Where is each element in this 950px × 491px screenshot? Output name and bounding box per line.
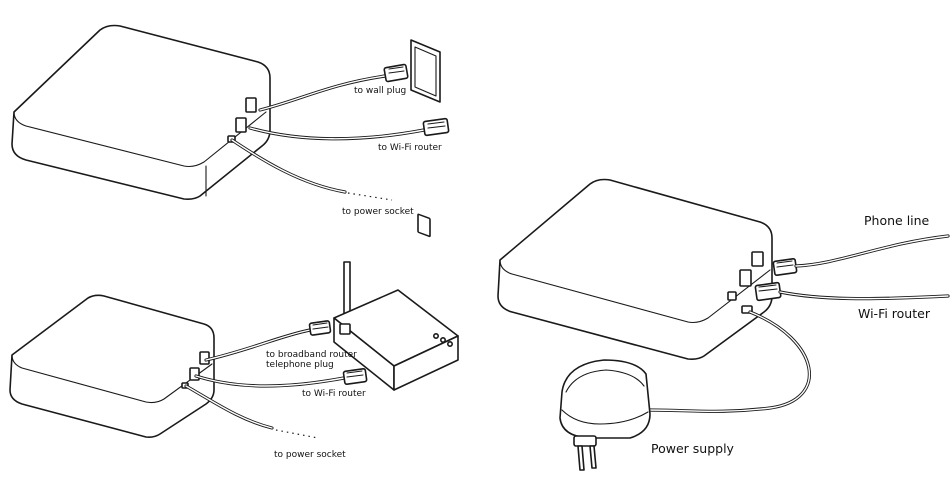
wifi-router-label: Wi-Fi router [858, 306, 931, 321]
phone-line-cable [773, 236, 948, 275]
wifi-router-cable [196, 369, 367, 386]
wifi-router-cable [755, 282, 948, 300]
wall-plug-label: to wall plug [354, 86, 406, 96]
phone-line-label: Phone line [864, 213, 930, 228]
power-supply-label: Power supply [651, 441, 735, 456]
hub-device [12, 26, 270, 200]
rj45-connector-icon [423, 118, 449, 135]
panel-top-left: to wall plug to Wi-Fi router to power so… [12, 26, 449, 237]
rj45-connector-icon [343, 369, 367, 385]
telephone-plug-label: telephone plug [266, 360, 334, 370]
rj11-connector-icon [309, 321, 330, 336]
rj11-connector-icon [384, 64, 408, 82]
broadband-router-label: to broadband router [266, 350, 357, 360]
wifi-router-label: to Wi-Fi router [378, 143, 442, 153]
panel-right: Phone line Wi-Fi router Power supply [498, 180, 948, 471]
panel-bottom-left: to broadband router telephone plug to Wi… [10, 262, 458, 460]
rj11-connector-icon [773, 259, 797, 276]
wall-socket-icon [411, 40, 440, 237]
power-socket-label: to power socket [274, 450, 346, 460]
power-socket-label: to power socket [342, 207, 414, 217]
wifi-router-label: to Wi-Fi router [302, 389, 366, 399]
rj45-connector-icon [755, 282, 781, 300]
hub-device [498, 180, 772, 360]
hub-device [10, 295, 214, 437]
wifi-router-cable [250, 118, 449, 138]
power-adapter-icon [560, 360, 650, 470]
